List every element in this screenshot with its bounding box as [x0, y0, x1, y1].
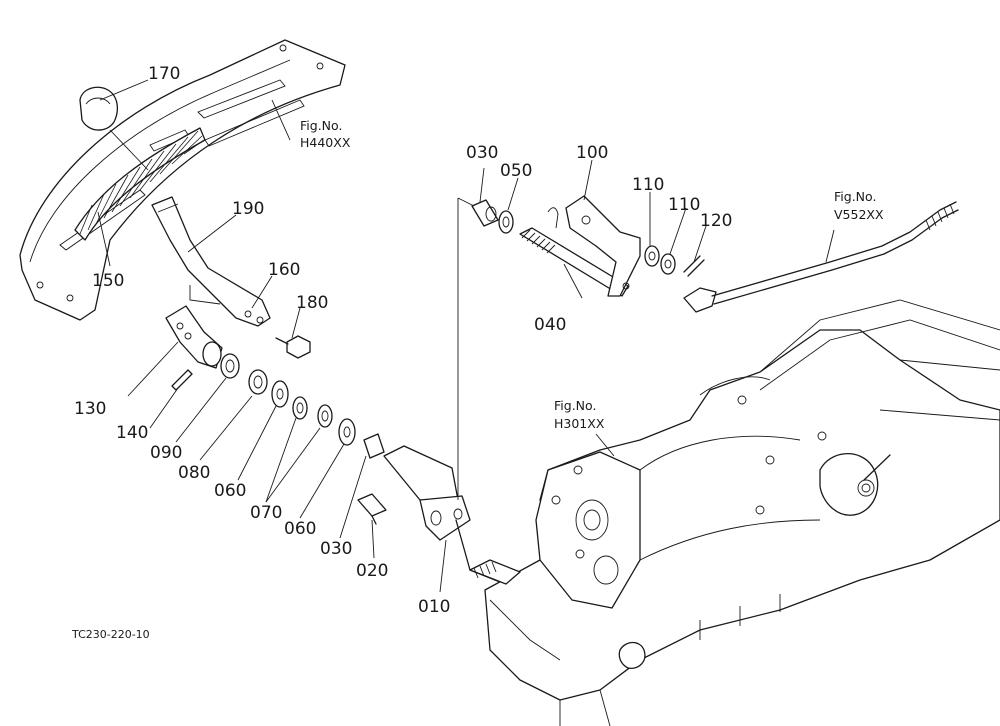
label-150: 150: [92, 271, 124, 291]
fig-ref-h440-line2: H440XX: [300, 135, 351, 150]
lever-bracket: [165, 305, 223, 369]
cotter-pin-120: [683, 255, 705, 277]
label-060-upper: 060: [214, 481, 246, 501]
lever-arm: [151, 196, 271, 327]
label-120: 120: [700, 211, 732, 231]
shaft-arm: [383, 445, 501, 583]
label-090: 090: [150, 443, 182, 463]
label-010: 010: [418, 597, 450, 617]
guide-plate: [19, 39, 346, 321]
label-060-lower: 060: [284, 519, 316, 539]
spring-pin: [171, 369, 193, 391]
label-020: 020: [356, 561, 388, 581]
label-080: 080: [178, 463, 210, 483]
figure-reference-v552: Fig.No. V552XX: [834, 189, 884, 222]
leader-lines: [97, 79, 835, 593]
label-070: 070: [250, 503, 282, 523]
assembly-guide-bend: [457, 197, 475, 207]
spring-washer-070-a: [292, 396, 308, 420]
rod-040: [519, 227, 629, 297]
washer-110-a: [644, 245, 660, 267]
label-050: 050: [500, 161, 532, 181]
part-number-labels: 170 190 160 180 150 130 140 090 080 060 …: [74, 64, 732, 617]
bolt: [275, 335, 311, 359]
label-040: 040: [534, 315, 566, 335]
label-160: 160: [268, 260, 300, 280]
label-110-b: 110: [668, 195, 700, 215]
washer-060-lower: [338, 418, 356, 446]
fig-ref-h301-line2: H301XX: [554, 416, 605, 431]
transmission-housing: [469, 299, 1000, 726]
connecting-rod: [683, 201, 959, 313]
label-140: 140: [116, 423, 148, 443]
fig-ref-v552-line1: Fig.No.: [834, 189, 876, 204]
grease-fitting: [357, 493, 387, 525]
label-030-lower: 030: [320, 539, 352, 559]
collar-030-upper: [471, 199, 499, 227]
label-130: 130: [74, 399, 106, 419]
label-170: 170: [148, 64, 180, 84]
bushing-080: [248, 369, 268, 395]
collar-030-lower: [363, 433, 385, 459]
fig-ref-h301-line1: Fig.No.: [554, 398, 596, 413]
spring-washer-070-b: [317, 404, 333, 428]
figure-reference-h301: Fig.No. H301XX: [554, 398, 605, 431]
figure-code: TC230-220-10: [71, 628, 150, 641]
figure-reference-h440: Fig.No. H440XX: [300, 118, 351, 150]
fig-ref-h440-line1: Fig.No.: [300, 118, 342, 133]
fig-ref-v552-line2: V552XX: [834, 207, 884, 222]
bushing-090: [220, 353, 240, 379]
label-100: 100: [576, 143, 608, 163]
lever-guide-line: [189, 285, 221, 305]
washer-050: [498, 210, 514, 234]
label-180: 180: [296, 293, 328, 313]
washer-060-upper: [271, 380, 289, 408]
label-030-upper: 030: [466, 143, 498, 163]
label-110-a: 110: [632, 175, 664, 195]
arm-100: [547, 195, 641, 297]
label-190: 190: [232, 199, 264, 219]
lever-knob: [79, 86, 119, 131]
washer-110-b: [660, 253, 676, 275]
